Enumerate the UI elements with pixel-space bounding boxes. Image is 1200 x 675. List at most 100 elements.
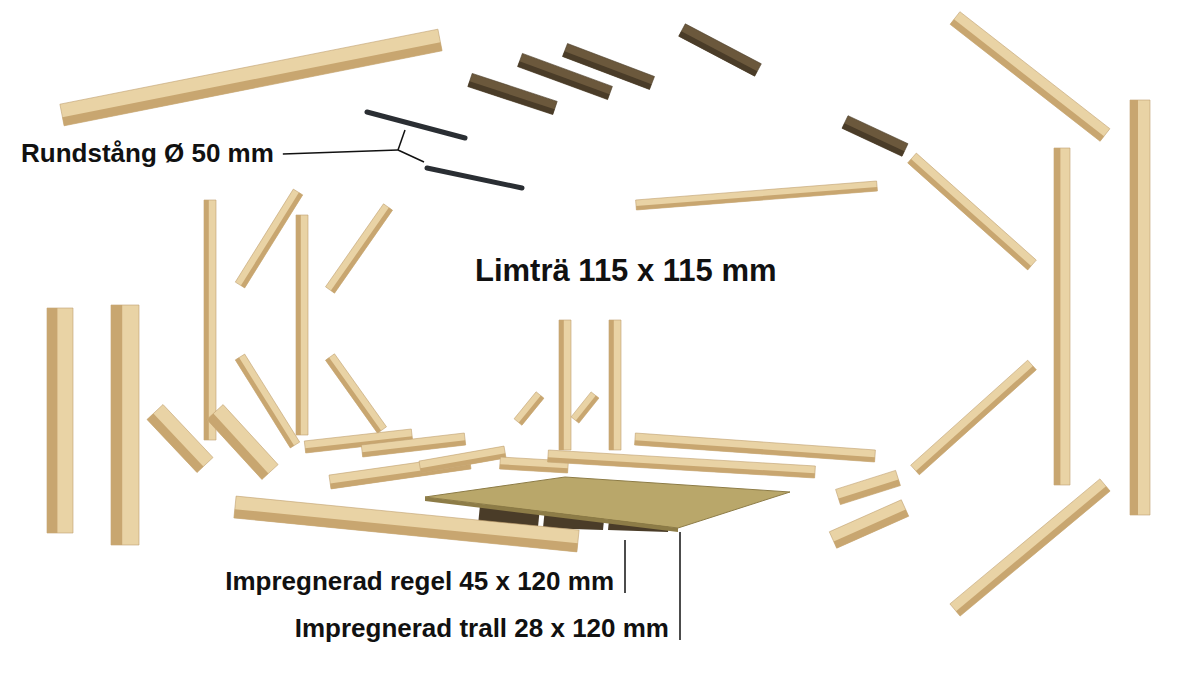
beam-face bbox=[635, 433, 876, 462]
beam-side bbox=[62, 42, 442, 126]
beam-face bbox=[563, 44, 655, 90]
beam-side bbox=[468, 81, 555, 114]
beam bbox=[60, 29, 442, 126]
beam bbox=[207, 405, 278, 480]
beam-face bbox=[326, 204, 393, 293]
beam-side bbox=[47, 308, 57, 533]
leader-line bbox=[398, 150, 424, 162]
deck-edge bbox=[425, 497, 678, 532]
round-bar bbox=[427, 168, 522, 188]
beam-face bbox=[836, 470, 901, 504]
beam-face bbox=[419, 446, 506, 473]
beam-side bbox=[563, 51, 652, 89]
beam bbox=[829, 500, 908, 548]
beam bbox=[836, 470, 901, 504]
beam-side bbox=[331, 208, 393, 294]
beam-face bbox=[147, 405, 213, 473]
beam bbox=[235, 189, 302, 288]
beam-side bbox=[916, 366, 1036, 475]
beam-face bbox=[111, 305, 139, 545]
beam-face bbox=[468, 73, 557, 114]
beam-side bbox=[241, 193, 303, 288]
beam-side bbox=[296, 215, 301, 435]
leader-line bbox=[398, 130, 405, 150]
beam-side bbox=[679, 31, 758, 76]
part-label: Impregnerad regel 45 x 120 mm bbox=[222, 567, 617, 597]
beam-face bbox=[829, 500, 908, 548]
beam bbox=[571, 392, 599, 423]
leader-line bbox=[679, 532, 681, 640]
leader-line bbox=[624, 540, 626, 593]
beam bbox=[950, 479, 1110, 616]
leader-lines bbox=[283, 130, 680, 640]
beam-side bbox=[559, 320, 564, 450]
beam-side bbox=[519, 396, 544, 426]
beam-face bbox=[361, 433, 465, 457]
beam-side bbox=[839, 480, 901, 505]
beam bbox=[908, 153, 1037, 270]
beam bbox=[1054, 148, 1070, 485]
beam-face bbox=[911, 360, 1037, 475]
beam-side bbox=[635, 440, 875, 462]
beam-face bbox=[296, 215, 308, 435]
round-bar bbox=[367, 112, 465, 138]
beam-face bbox=[950, 479, 1110, 616]
beam-side bbox=[636, 187, 877, 210]
beam bbox=[559, 320, 571, 450]
beam-side bbox=[842, 123, 904, 156]
beam bbox=[636, 181, 878, 210]
beam-face bbox=[1054, 148, 1070, 485]
beam-side bbox=[609, 320, 614, 450]
beam-side bbox=[548, 457, 815, 478]
part-label: Limträ 115 x 115 mm bbox=[472, 253, 780, 289]
beam-side bbox=[1054, 148, 1060, 485]
beam-face bbox=[950, 12, 1110, 142]
beam-side bbox=[1130, 100, 1138, 515]
beam-side bbox=[207, 414, 269, 480]
beam bbox=[147, 405, 213, 473]
beam bbox=[950, 12, 1110, 142]
beam bbox=[514, 392, 544, 425]
beam-face bbox=[636, 181, 878, 210]
beam-side bbox=[420, 453, 506, 473]
part-label: Rundstång Ø 50 mm bbox=[18, 139, 277, 169]
beam bbox=[635, 433, 876, 462]
beam bbox=[326, 204, 393, 293]
beam bbox=[204, 200, 216, 440]
beam-side bbox=[234, 509, 578, 552]
beam-face bbox=[326, 354, 387, 433]
beam bbox=[842, 116, 908, 157]
beam-side bbox=[956, 486, 1110, 616]
beam bbox=[1130, 100, 1150, 515]
beam-face bbox=[60, 29, 442, 126]
beam-side bbox=[326, 358, 382, 434]
beam bbox=[911, 360, 1037, 475]
beam-side bbox=[147, 414, 203, 473]
beam-side bbox=[111, 305, 122, 545]
beam bbox=[326, 354, 387, 433]
leader-line bbox=[283, 150, 398, 154]
beam bbox=[111, 305, 139, 545]
beam bbox=[419, 446, 506, 473]
beam-face bbox=[514, 392, 544, 425]
beam-face bbox=[908, 153, 1037, 270]
beam-side bbox=[362, 440, 466, 457]
beam-face bbox=[679, 24, 762, 76]
beam bbox=[609, 320, 621, 450]
beam-face bbox=[235, 189, 302, 288]
beam bbox=[563, 44, 655, 90]
beam-face bbox=[47, 308, 73, 533]
beam-face bbox=[204, 200, 216, 440]
beam-side bbox=[908, 159, 1031, 270]
beam-side bbox=[204, 200, 209, 440]
beam bbox=[47, 308, 73, 533]
beam-side bbox=[576, 396, 599, 424]
beam-face bbox=[1130, 100, 1150, 515]
beams bbox=[47, 12, 1150, 616]
beam-face bbox=[207, 405, 278, 480]
beam-side bbox=[834, 510, 909, 549]
beam bbox=[296, 215, 308, 435]
part-label: Impregnerad trall 28 x 120 mm bbox=[292, 614, 672, 644]
beam-side bbox=[500, 464, 568, 473]
